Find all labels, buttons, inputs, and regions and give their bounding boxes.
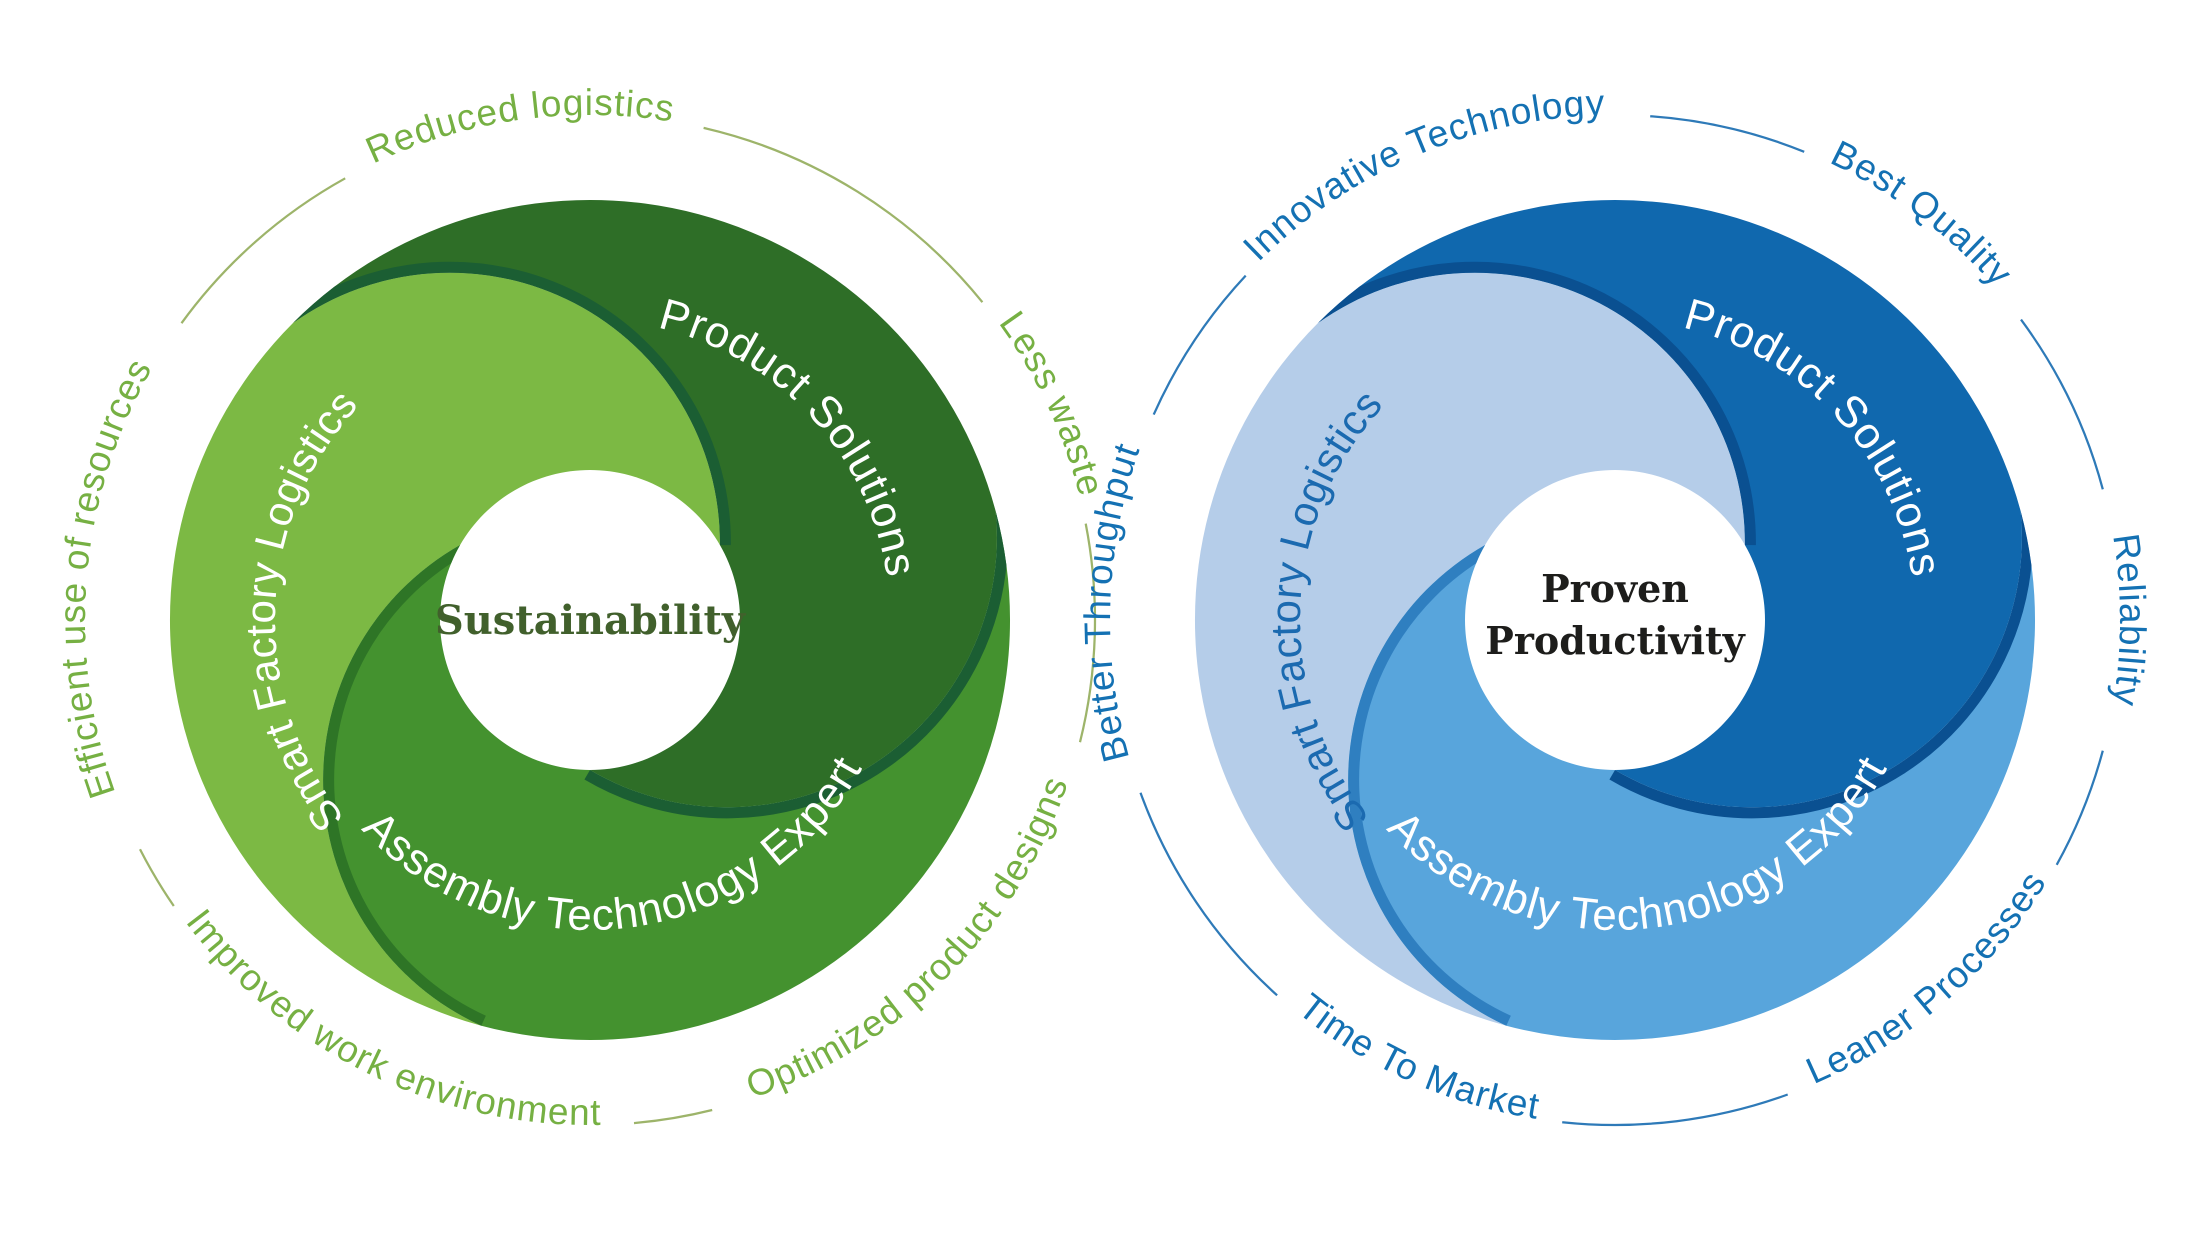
- segment-product-solutions: [293, 199, 997, 808]
- ring-line: [180, 177, 346, 324]
- ring-line: [138, 848, 175, 907]
- ring-line: [1078, 523, 1097, 743]
- center-label-productivity: Productivity: [1485, 618, 1745, 663]
- ring-line: [1152, 274, 1247, 416]
- outer-label-reliability: Reliability: [2105, 531, 2153, 709]
- center-label-sustainability: Sustainability: [435, 597, 747, 644]
- proven-productivity-swirl-diagram: Product Solutions Smart Factory Logistic…: [1077, 30, 2152, 1170]
- center-label-proven: Proven: [1541, 566, 1689, 611]
- ring-line: [633, 1108, 713, 1125]
- segment-smart-factory-logistics: [1194, 272, 1745, 1026]
- segment-smart-factory-logistics: [169, 272, 720, 1026]
- ring-line: [1562, 1093, 1789, 1127]
- outer-label-less-waste: Less waste: [992, 304, 1112, 501]
- segment-assembly-technology-expert: [323, 511, 1011, 1041]
- segment-assembly-technology-expert: [1348, 511, 2036, 1041]
- sustainability-swirl-svg: Product Solutions Smart Factory Logistic…: [52, 82, 1111, 1133]
- proven-productivity-swirl-svg: Product Solutions Smart Factory Logistic…: [1077, 82, 2152, 1127]
- shadow-crescent-bottom: [1348, 535, 1511, 1036]
- outer-label-reduced-logistics: Reduced logistics: [360, 82, 678, 171]
- sustainability-swirl-diagram: Product Solutions Smart Factory Logistic…: [52, 30, 1111, 1170]
- shadow-crescent-bottom: [323, 535, 486, 1036]
- outer-label-efficient-use-of-resources: Efficient use of resources: [52, 351, 160, 803]
- segment-product-solutions: [1318, 199, 2022, 808]
- ring-line: [2055, 750, 2104, 866]
- ring-line: [1650, 115, 1805, 153]
- ring-line: [1139, 792, 1278, 997]
- ring-line: [2020, 318, 2104, 490]
- ring-line: [703, 126, 984, 303]
- outer-label-best-quality: Best Quality: [1825, 133, 2021, 294]
